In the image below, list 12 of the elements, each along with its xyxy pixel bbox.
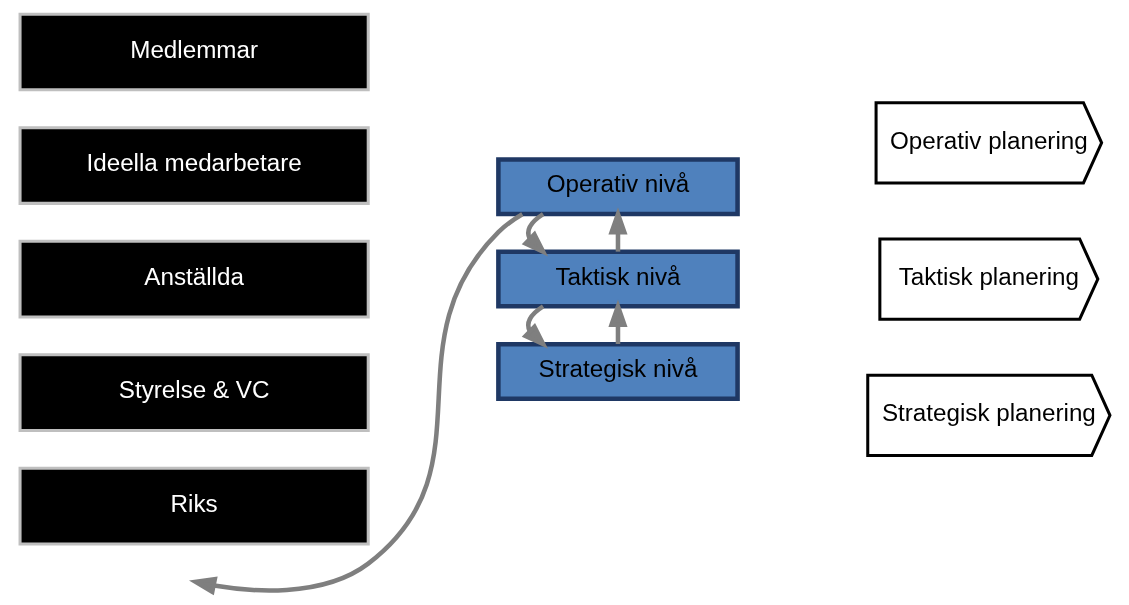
arrow [607,299,628,344]
node-box: Anställda [18,239,370,319]
node-box: Riks [18,466,370,546]
node-box: Operativ nivå [495,157,740,217]
node-box: Styrelse & VC [18,353,370,432]
arrow [607,207,628,252]
node-box: Taktisk nivå [495,249,740,309]
node-box: Medlemmar [18,12,370,92]
arrow [521,212,548,257]
node-box: Strategisk nivå [495,341,740,401]
arrow [188,212,523,596]
node-box: Ideella medarbetare [18,126,370,205]
